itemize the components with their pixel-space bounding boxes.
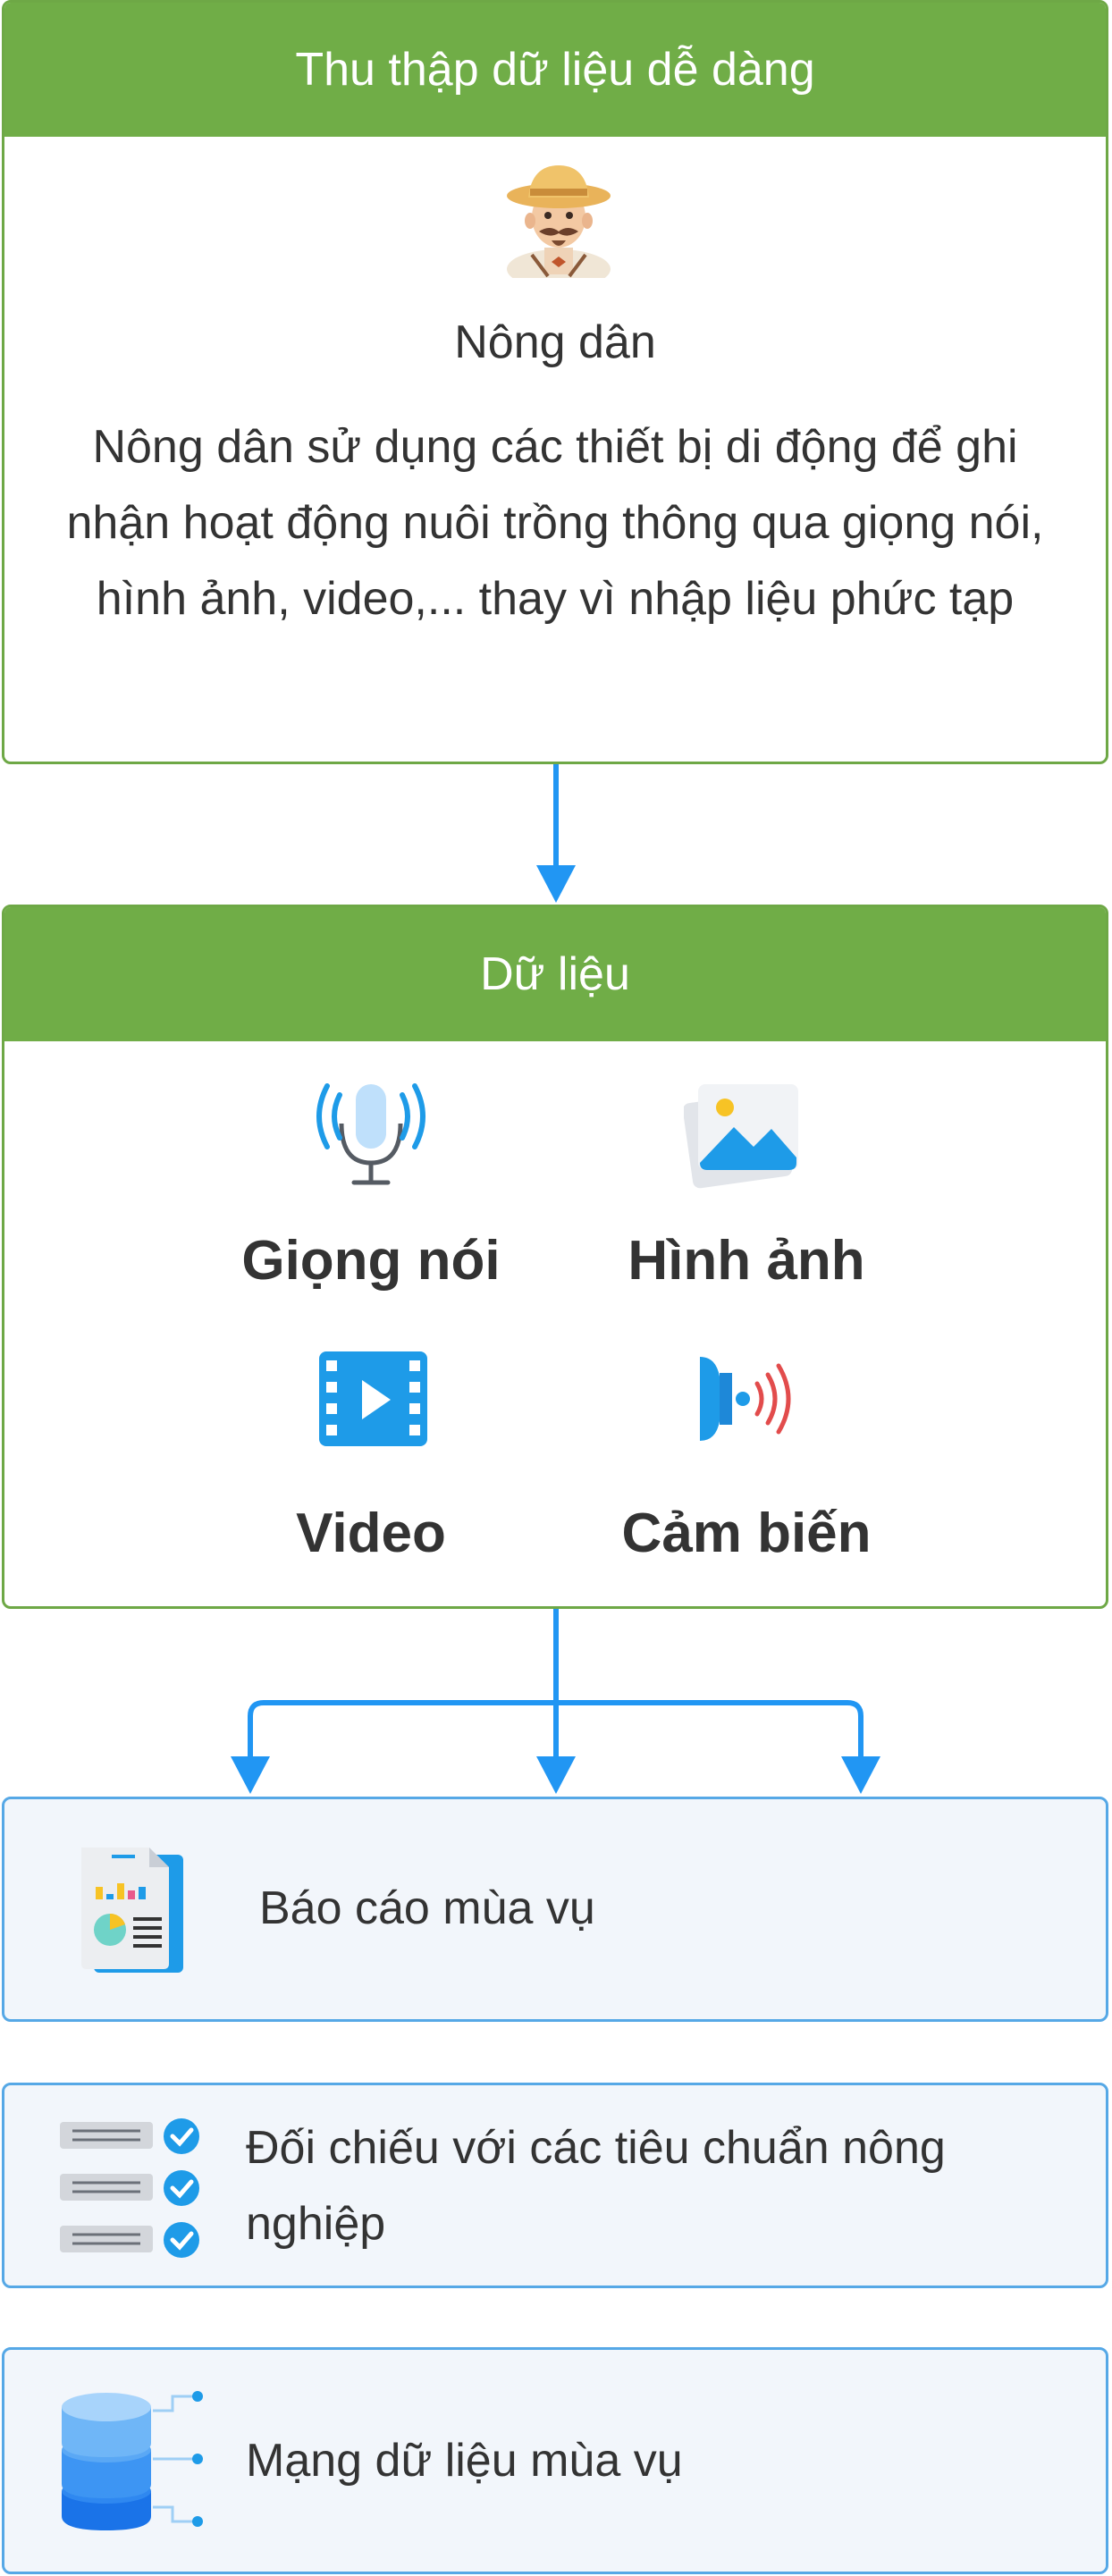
actor-title: Nông dân [454,316,656,368]
report-icon [81,1848,183,1973]
data-panel: Dữ liệu Giọng nói Hình ảnh [2,905,1108,1609]
image-icon [684,1084,798,1189]
arrowhead-right [841,1756,880,1794]
collect-panel-header: Thu thập dữ liệu dễ dàng [4,3,1106,137]
data-panel-header: Dữ liệu [4,907,1106,1041]
output-box-network: Mạng dữ liệu mùa vụ [2,2347,1108,2574]
data-item-label: Cảm biến [621,1503,872,1564]
output-label: Mạng dữ liệu mùa vụ [246,2435,683,2487]
output-box-report: Báo cáo mùa vụ [2,1797,1108,2022]
output-box-compare: Đối chiếu với các tiêu chuẩn nông nghiệp [2,2083,1108,2288]
arrowhead-data [536,865,576,903]
output-label: Đối chiếu với các tiêu chuẩn nông nghiệp [246,2122,946,2250]
data-item-label: Hình ảnh [628,1230,865,1292]
arrowhead-center [536,1756,576,1794]
farmer-icon [507,165,611,278]
database-icon [62,2391,203,2530]
microphone-icon [316,1083,425,1185]
collect-panel: Thu thập dữ liệu dễ dàng Nông dân Nông d… [2,0,1108,764]
output-label: Báo cáo mùa vụ [259,1882,595,1934]
arrowhead-left [231,1756,270,1794]
arrow-branch-bar [248,1700,863,1759]
data-item-label: Video [296,1503,446,1564]
collect-description: Nông dân sử dụng các thiết bị di động để… [66,421,1044,625]
video-icon [319,1351,427,1446]
sensor-icon [700,1357,791,1441]
data-item-label: Giọng nói [241,1230,501,1292]
checklist-icon [60,2118,199,2258]
